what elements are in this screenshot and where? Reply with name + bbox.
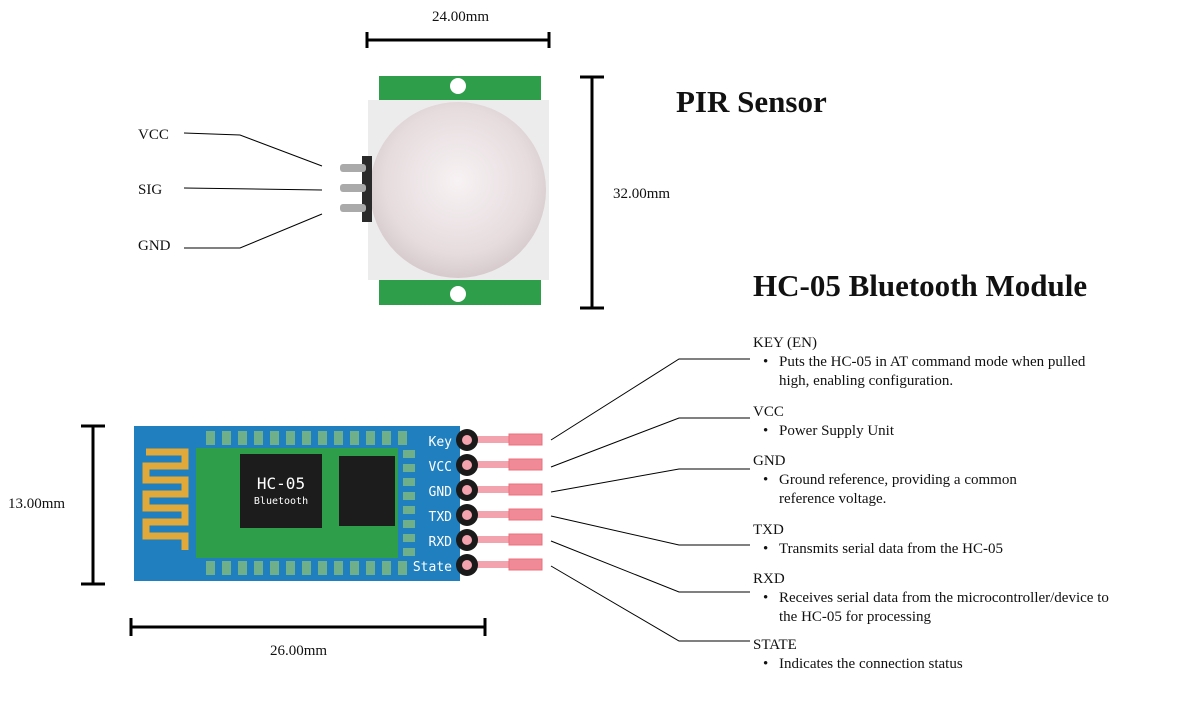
desc-rxd-list: Receives serial data from the microcontr…	[753, 589, 1109, 627]
desc-rxd: RXD Receives serial data from the microc…	[753, 570, 1109, 627]
pir-board	[340, 76, 549, 305]
pir-height-dimension	[580, 77, 604, 308]
desc-gnd-text: Ground reference, providing a common refe…	[779, 471, 1017, 509]
hc05-second-chip	[339, 456, 395, 526]
desc-key-text: Puts the HC-05 in AT command mode when p…	[779, 353, 1085, 391]
board-pin-label-gnd: GND	[429, 485, 453, 500]
pir-dome	[370, 102, 546, 278]
desc-key: KEY (EN) Puts the HC-05 in AT command mo…	[753, 334, 1085, 391]
desc-gnd-list: Ground reference, providing a common refe…	[753, 471, 1017, 509]
board-pin-label-vcc: VCC	[429, 460, 452, 475]
hc05-width-dimension	[131, 618, 485, 636]
desc-txd-line-1: Transmits serial data from the HC-05	[779, 541, 1003, 557]
hc05-module-diagram: HC-05 Bluetooth Key VCC GND TXD RXD Stat…	[0, 300, 760, 670]
desc-key-line-2: high, enabling configuration.	[779, 373, 953, 389]
pir-width-dimension	[367, 32, 549, 48]
hc05-chip-label: HC-05	[257, 474, 305, 493]
desc-key-line-1: Puts the HC-05 in AT command mode when p…	[779, 354, 1085, 370]
desc-txd-text: Transmits serial data from the HC-05	[779, 540, 1003, 559]
desc-vcc-list: Power Supply Unit	[753, 422, 894, 441]
desc-key-name: KEY (EN)	[753, 334, 1085, 353]
board-pin-label-key: Key	[429, 435, 453, 450]
desc-state-list: Indicates the connection status	[753, 655, 963, 674]
desc-vcc: VCC Power Supply Unit	[753, 403, 894, 441]
hc05-chip-sublabel: Bluetooth	[254, 496, 308, 507]
desc-rxd-name: RXD	[753, 570, 1109, 589]
desc-rxd-text: Receives serial data from the microcontr…	[779, 589, 1109, 627]
desc-key-list: Puts the HC-05 in AT command mode when p…	[753, 353, 1085, 391]
hc05-leader-lines	[551, 359, 750, 641]
desc-state-name: STATE	[753, 636, 963, 655]
desc-txd-list: Transmits serial data from the HC-05	[753, 540, 1003, 559]
desc-txd: TXD Transmits serial data from the HC-05	[753, 521, 1003, 559]
desc-state-line-1: Indicates the connection status	[779, 656, 963, 672]
board-pin-label-rxd: RXD	[429, 535, 453, 550]
desc-gnd-name: GND	[753, 452, 1017, 471]
desc-vcc-line-1: Power Supply Unit	[779, 423, 894, 439]
pir-leader-lines	[184, 133, 322, 248]
desc-gnd-line-1: Ground reference, providing a common	[779, 472, 1017, 488]
hc05-board: HC-05 Bluetooth Key VCC GND TXD RXD Stat…	[134, 426, 460, 581]
board-pin-label-state: State	[413, 560, 452, 575]
hc05-pins	[456, 429, 542, 576]
desc-gnd-line-2: reference voltage.	[779, 491, 886, 507]
desc-rxd-line-2: the HC-05 for processing	[779, 609, 931, 625]
desc-txd-name: TXD	[753, 521, 1003, 540]
desc-vcc-text: Power Supply Unit	[779, 422, 894, 441]
hc05-height-dimension	[81, 426, 105, 584]
desc-rxd-line-1: Receives serial data from the microcontr…	[779, 590, 1109, 606]
desc-state: STATE Indicates the connection status	[753, 636, 963, 674]
desc-gnd: GND Ground reference, providing a common…	[753, 452, 1017, 509]
board-pin-label-txd: TXD	[429, 510, 453, 525]
pir-sensor-diagram	[0, 0, 700, 320]
hc05-title: HC-05 Bluetooth Module	[753, 268, 1087, 304]
desc-vcc-name: VCC	[753, 403, 894, 422]
desc-state-text: Indicates the connection status	[779, 655, 963, 674]
